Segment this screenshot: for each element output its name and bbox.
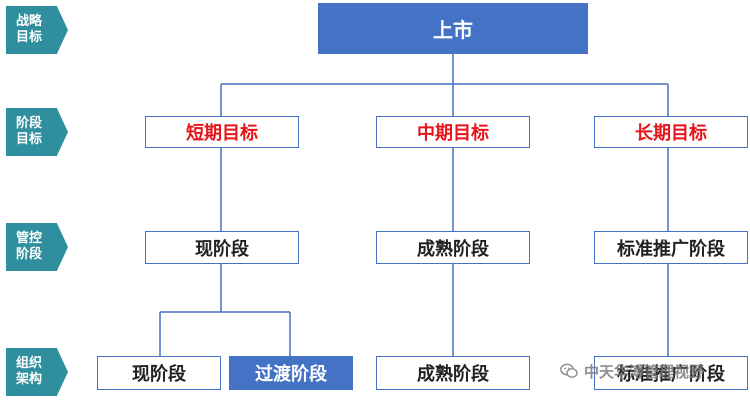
row-label-strategic-goal: 战略 目标	[6, 6, 68, 54]
row-label-line: 架构	[16, 372, 43, 387]
control-mature-stage: 成熟阶段	[376, 231, 530, 264]
row-label-line: 管控	[16, 231, 43, 246]
row-label-line: 战略	[16, 14, 43, 29]
row-label-line: 阶段	[16, 116, 43, 131]
org-promote-stage: 标准推广阶段	[594, 356, 748, 390]
org-current-stage: 现阶段	[97, 356, 221, 390]
control-current-stage: 现阶段	[145, 231, 299, 264]
goal-short-term: 短期目标	[145, 116, 299, 148]
row-label-line: 组织	[16, 356, 43, 371]
row-label-control-stage: 管控 阶段	[6, 223, 68, 271]
row-label-line: 阶段	[16, 247, 43, 262]
org-transition-stage: 过渡阶段	[229, 356, 353, 390]
goal-long-term: 长期目标	[594, 116, 748, 148]
row-label-stage-goal: 阶段 目标	[6, 108, 68, 156]
org-mature-stage: 成熟阶段	[376, 356, 530, 390]
root-node-ipo: 上市	[318, 3, 588, 54]
row-label-line: 目标	[16, 132, 43, 147]
goal-mid-term: 中期目标	[376, 116, 530, 148]
row-label-line: 目标	[16, 30, 43, 45]
row-label-org-structure: 组织 架构	[6, 348, 68, 396]
control-promote-stage: 标准推广阶段	[594, 231, 748, 264]
